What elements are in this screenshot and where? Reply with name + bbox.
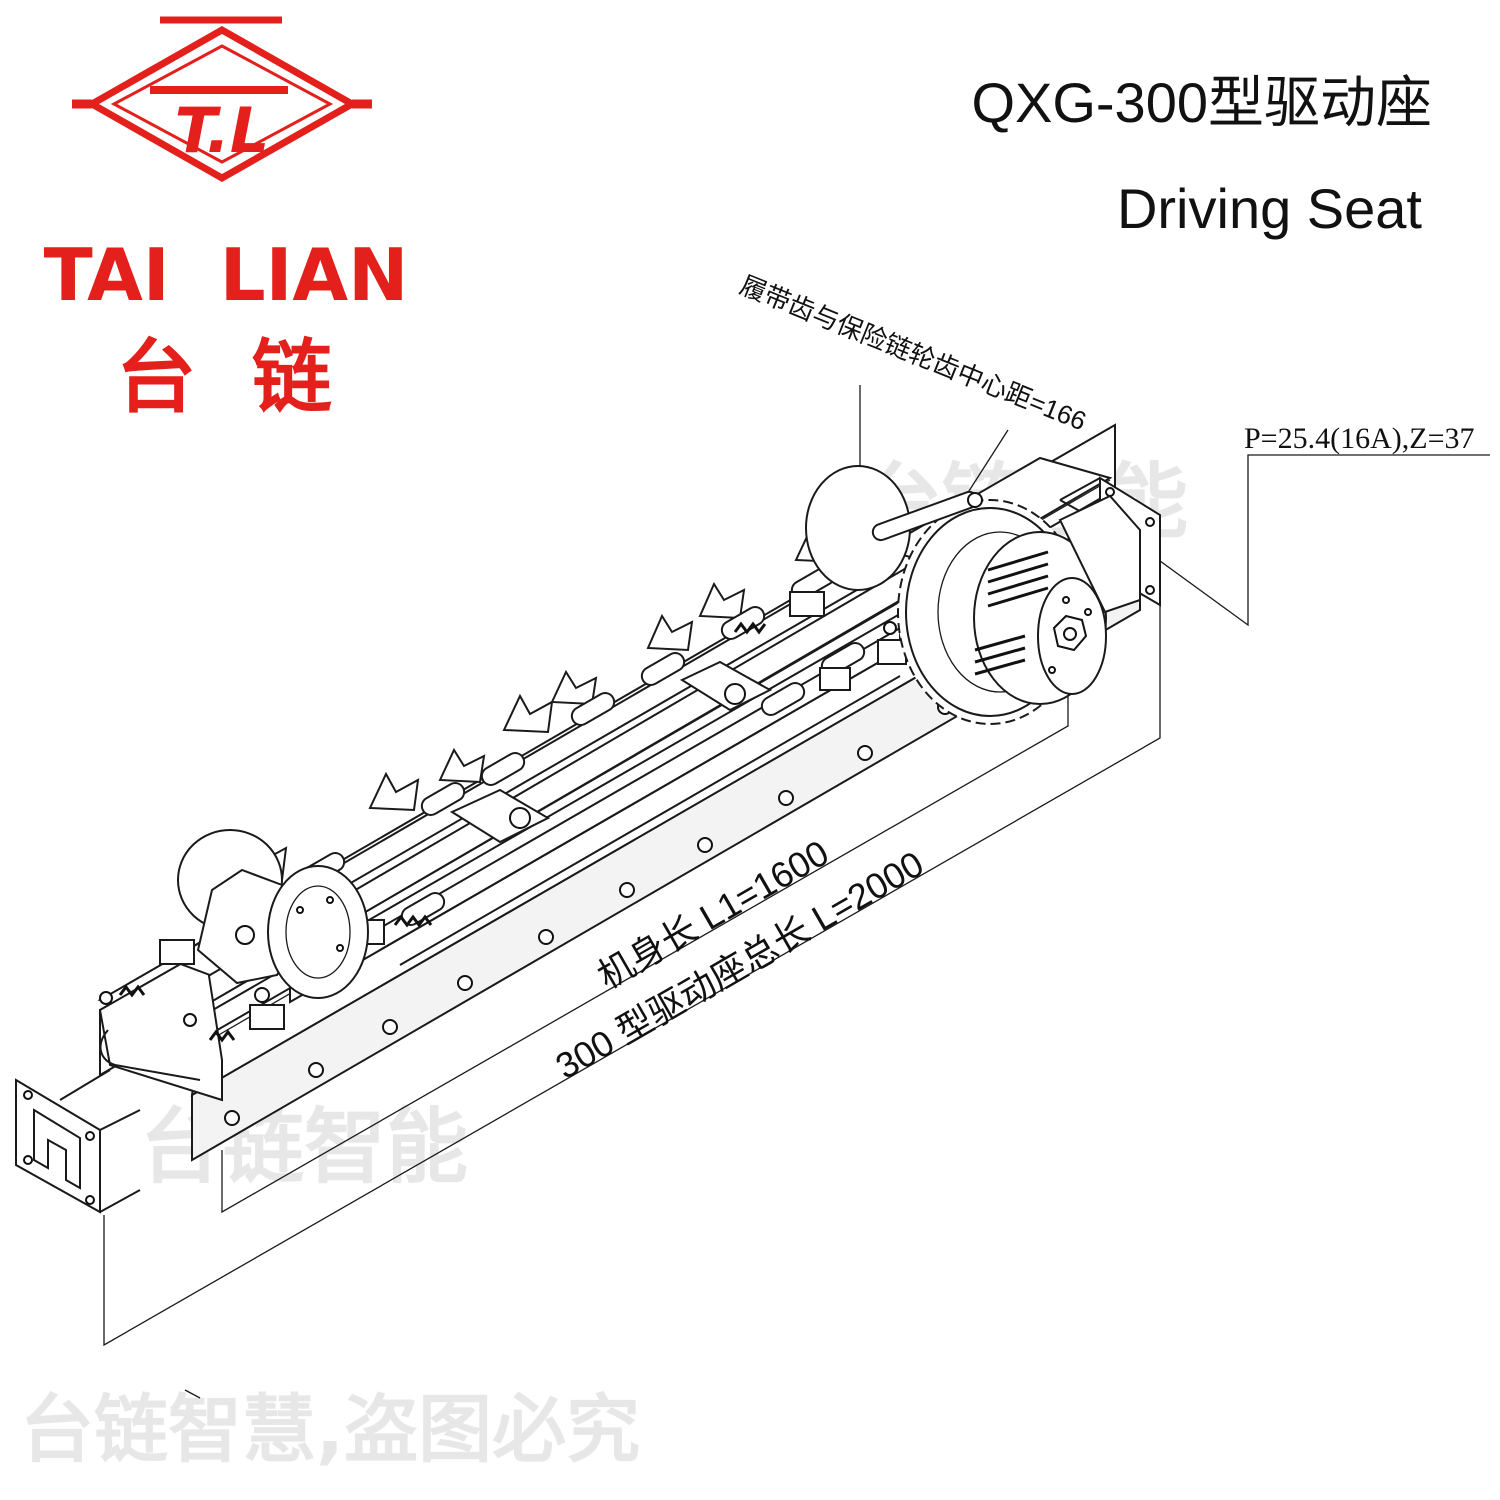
bolt-icon (183, 1013, 197, 1027)
bolt-icon (857, 745, 873, 761)
bolt-icon (224, 1110, 240, 1126)
watermark-mid: 台链智能 (140, 1100, 468, 1195)
bolt-icon (457, 975, 473, 991)
title-en: Driving Seat (1117, 177, 1422, 240)
bolt-icon (538, 929, 554, 945)
center-distance-label: 履带齿与保险链轮齿中心距=166 (736, 270, 1091, 437)
drive-sprocket (805, 465, 1141, 725)
idler-wheel (177, 829, 369, 1003)
bolt-icon (99, 991, 113, 1005)
bolt-icon (619, 882, 635, 898)
logo-name-en: TAI LIAN (44, 233, 409, 317)
logo-name-cn: 台 链 (116, 331, 332, 424)
spring-coupling-icon (973, 531, 1107, 705)
bolt-icon (778, 790, 794, 806)
title-cn: QXG-300型驱动座 (971, 71, 1432, 134)
bolt-icon (697, 837, 713, 853)
bolt-icon (382, 1019, 398, 1035)
side-plate-bolts (99, 699, 953, 1126)
watermark-footer: 台链智慧,盗图必究 (20, 1387, 640, 1473)
bolt-icon (308, 1062, 324, 1078)
diamond-logo-icon (72, 16, 372, 183)
logo-monogram: T.L (175, 94, 270, 167)
logo: T.L TAI LIAN 台 链 (44, 16, 409, 424)
sprocket-spec-label: P=25.4(16A),Z=37 (1244, 422, 1475, 455)
